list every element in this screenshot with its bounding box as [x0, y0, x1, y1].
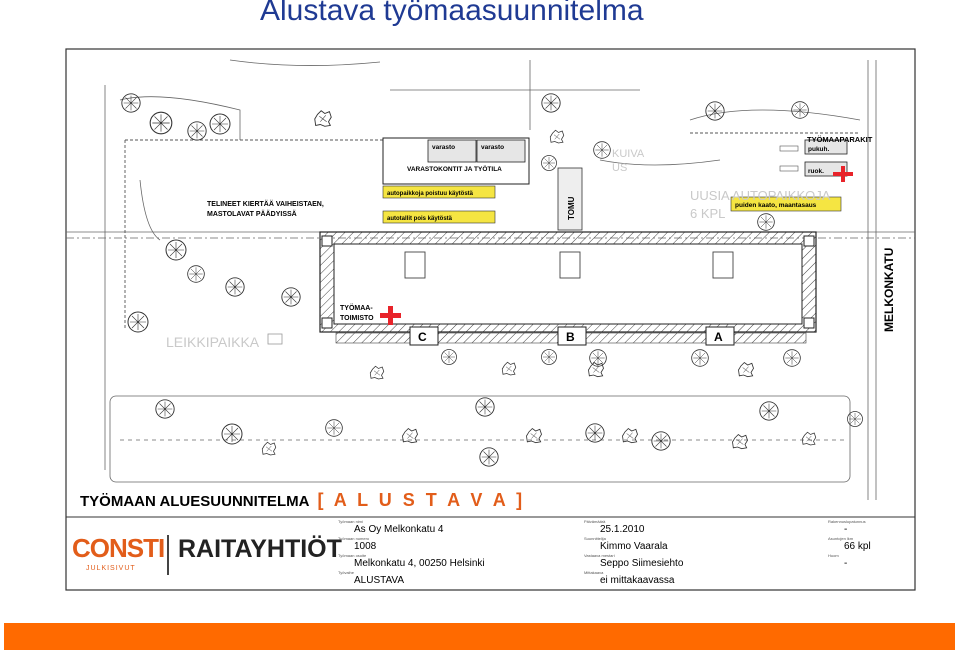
field-value: -	[844, 558, 848, 569]
building	[319, 231, 817, 346]
varasto-label-2: varasto	[481, 144, 504, 151]
autopaikkoja-label: autopaikkoja poistuu käytöstä	[387, 191, 474, 197]
kpl-label: 6 KPL	[690, 206, 725, 221]
drawing-frame	[65, 48, 916, 591]
field-value: ei mittakaavassa	[600, 575, 675, 586]
field-value: 66 kpl	[844, 541, 871, 552]
field-label: Työmaan numero	[338, 536, 370, 541]
tree-felling-note	[730, 196, 842, 212]
site-plan: C B A varasto varasto VARASTOKONTIT JA T…	[65, 48, 916, 591]
first-aid-icon	[380, 306, 401, 325]
site-fence	[124, 132, 860, 330]
varasto-label-1: varasto	[432, 144, 455, 151]
consti-logo-sub: JULKISIVUT	[86, 565, 136, 572]
field-label: Rakennuslupatunnus	[828, 519, 866, 524]
logos: CONSTI JULKISIVUT RAITAYHTIÖT	[66, 519, 342, 591]
sheet-title: TYÖMAAN ALUESUUNNITELMA [ A L U S T A V A…	[80, 490, 525, 511]
leikkipaikka-label: LEIKKIPAIKKA	[166, 334, 260, 350]
field-value: Seppo Siimesiehto	[600, 558, 684, 569]
stair-b-label: B	[566, 330, 575, 344]
field-label: Mittakaava	[584, 570, 604, 575]
logo-divider	[167, 535, 169, 575]
title-block-column-2: Päivämäärä 25.1.2010 Suunnittelija Kimmo…	[584, 519, 814, 591]
playground-equipment	[267, 333, 283, 345]
field-value: -	[844, 524, 848, 535]
footer-bar	[4, 623, 955, 650]
field-value: Kimmo Vaarala	[600, 541, 668, 552]
field-value: 1008	[354, 541, 377, 552]
title-block-column-3: Rakennuslupatunnus - Asuntojen lkm 66 kp…	[828, 519, 914, 591]
field-value: 25.1.2010	[600, 524, 645, 535]
draft-stamp: [ A L U S T A V A ]	[317, 490, 526, 510]
sheet-title-text: TYÖMAAN ALUESUUNNITELMA	[80, 493, 310, 510]
slide-title: Alustava työmaasuunnitelma	[260, 0, 644, 27]
site-huts	[779, 139, 853, 182]
toimisto-label-1: TYÖMAA-	[340, 303, 373, 312]
street-label: MELKONKATU	[882, 248, 896, 332]
parakit-label: TYÖMAAPARAKIT	[807, 135, 873, 144]
storage-containers	[382, 137, 530, 185]
varastokontit-label: VARASTOKONTIT JA TYÖTILA	[407, 164, 502, 173]
tomu-label: TOMU	[567, 196, 576, 220]
puiden-label: puiden kaato, maantasaus	[735, 202, 817, 209]
garages-removed-note	[382, 210, 496, 224]
field-label: Vastaava mestari	[584, 553, 615, 558]
field-label: Työmaan osoite	[338, 553, 367, 558]
toimisto-label-2: TOIMISTO	[340, 315, 374, 322]
consti-logo: CONSTI	[72, 533, 165, 563]
stair-a-label: A	[714, 330, 723, 344]
pukuh-label: pukuh.	[808, 146, 829, 153]
kuiva-label-1: KUIVA	[612, 148, 645, 160]
field-value: Melkonkatu 4, 00250 Helsinki	[354, 558, 485, 569]
field-label: Asuntojen lkm	[828, 536, 854, 541]
field-value: As Oy Melkonkatu 4	[354, 524, 444, 535]
kuiva-label-2: US	[612, 162, 627, 174]
title-block: CONSTI JULKISIVUT RAITAYHTIÖT Työmaan ni…	[66, 519, 915, 591]
field-value: ALUSTAVA	[354, 575, 405, 586]
stair-c-label: C	[418, 330, 427, 344]
ruok-label: ruok.	[808, 168, 824, 175]
telineet-label-1: TELINEET KIERTÄÄ VAIHEISTAEN,	[207, 200, 324, 208]
parking-removed-note	[382, 185, 496, 199]
title-block-column-1: Työmaan nimi As Oy Melkonkatu 4 Työmaan …	[338, 519, 578, 591]
field-label: Työmaan nimi	[338, 519, 363, 524]
dust-area	[557, 167, 583, 231]
field-label: Suunnittelija	[584, 536, 606, 541]
telineet-label-2: MASTOLAVAT PÄÄDYISSÄ	[207, 210, 297, 218]
field-label: Työvaihe	[338, 570, 355, 575]
field-label: Huom	[828, 553, 839, 558]
uusia-label: UUSIA AUTOPAIKKOJA	[690, 188, 831, 203]
autotallit-label: autotallit pois käytöstä	[387, 216, 453, 222]
raitayhtiot-logo: RAITAYHTIÖT	[178, 535, 342, 563]
field-label: Päivämäärä	[584, 519, 606, 524]
